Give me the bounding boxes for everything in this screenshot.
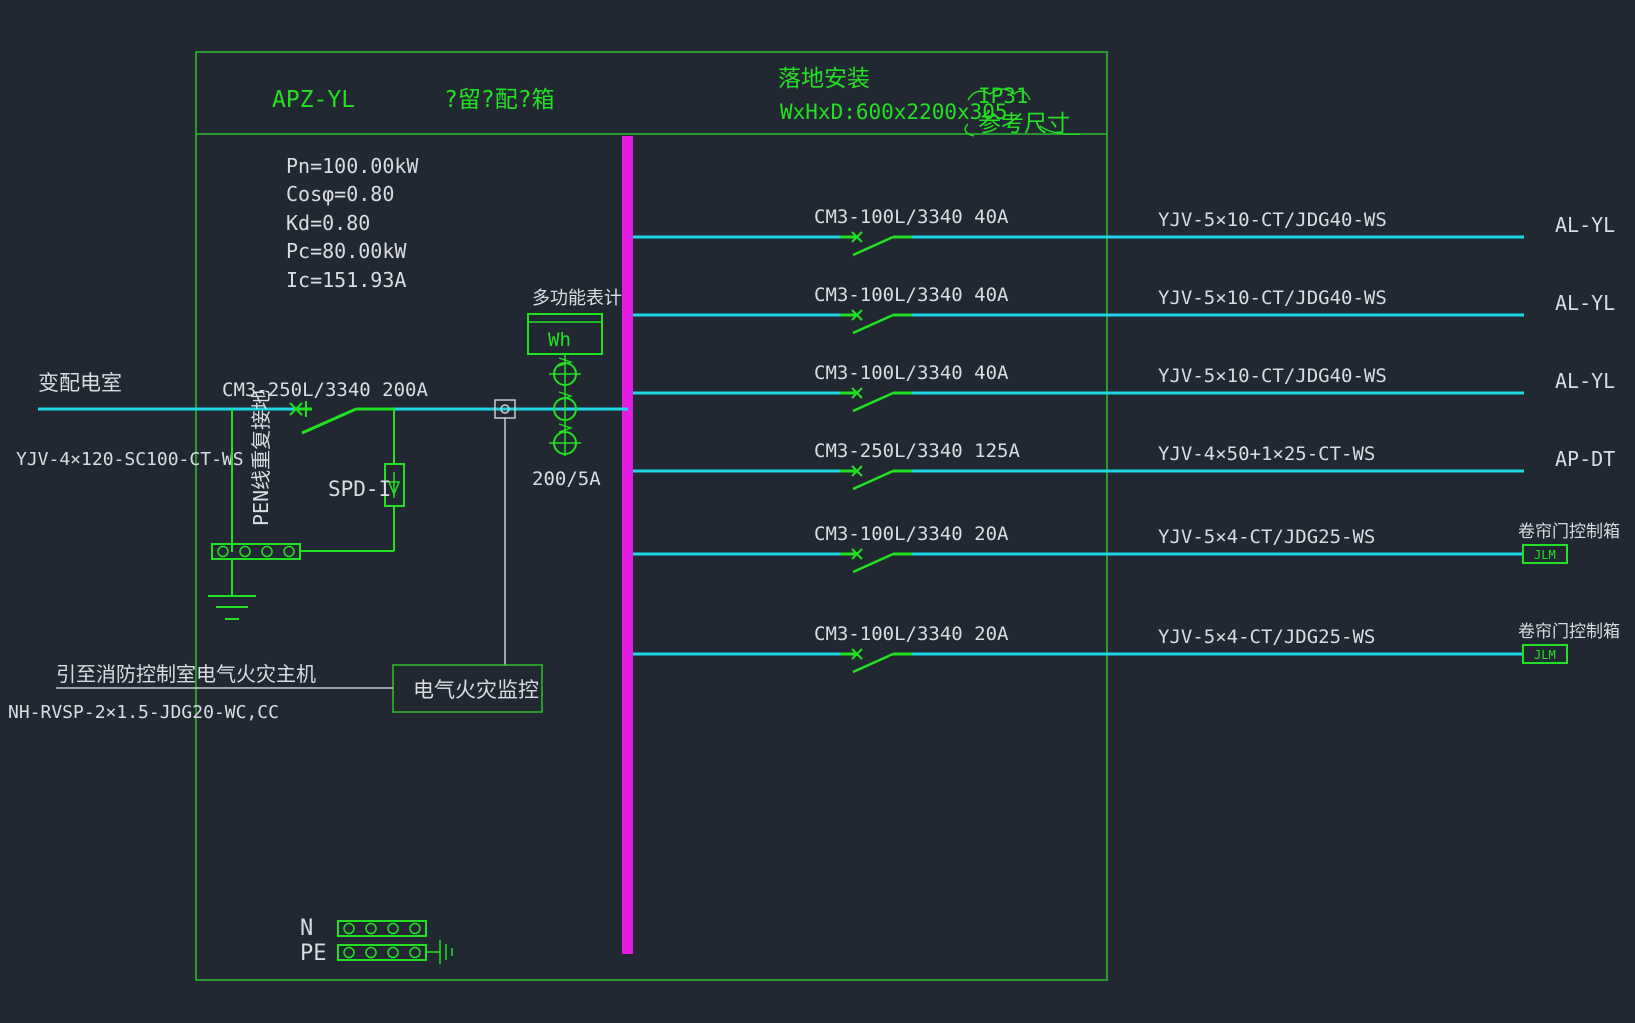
pen-terminal (283, 545, 295, 558)
pen-label: PEN线重复接地 (249, 390, 273, 526)
load-ic: Ic=151.93A (286, 268, 406, 292)
n-bar-label: N (300, 916, 313, 941)
n-terminal (409, 922, 421, 935)
incoming-source: 变配电室 (38, 371, 122, 395)
circuit-cable-label: YJV-5×10-CT/JDG40-WS (1158, 209, 1387, 231)
leakage-sensor-core (500, 404, 510, 414)
panel-name: ?留?配?箱 (444, 87, 555, 113)
circuit-destination-code: JLM (1534, 648, 1556, 662)
fire-monitor-label: 电气火灾监控 (413, 678, 539, 702)
circuit-cable-label: YJV-5×4-CT/JDG25-WS (1158, 626, 1375, 648)
circuit-cable-label: YJV-5×10-CT/JDG40-WS (1158, 365, 1387, 387)
spd-arrow-icon (387, 481, 401, 496)
breaker-blade (852, 552, 894, 574)
outgoing-circuits: CM3-100L/3340 40A YJV-5×10-CT/JDG40-WS AL-… (633, 206, 1620, 674)
breaker-blade (852, 313, 894, 335)
fire-monitor-destination: 引至消防控制室电气火灾主机 (56, 662, 316, 686)
pe-terminal (365, 946, 377, 959)
spd-label: SPD-I (328, 477, 391, 501)
meter-symbol-icon: Wh (548, 329, 571, 351)
breaker-blade (852, 469, 894, 491)
revision-cloud (964, 88, 1081, 137)
circuit-destination-label: 卷帘门控制箱 (1518, 622, 1620, 642)
pen-terminal (217, 545, 229, 558)
ct-ratio: 200/5A (532, 468, 601, 490)
panel-dimensions: WxHxD:600x2200x305 (780, 100, 1008, 124)
pen-terminal (239, 545, 251, 558)
pe-terminal (409, 946, 421, 959)
load-cos: Cosφ=0.80 (286, 182, 394, 206)
breaker-x (851, 309, 863, 321)
circuit-destination-label: AL-YL (1555, 291, 1615, 315)
breaker-blade (852, 391, 894, 413)
meter-title: 多功能表计 (532, 288, 622, 309)
incoming-cable: YJV-4×120-SC100-CT-WS (16, 449, 244, 470)
breaker-x (851, 387, 863, 399)
breaker-blade (852, 652, 894, 674)
panel-frame (195, 51, 1108, 981)
n-terminal (343, 922, 355, 935)
pe-terminal (387, 946, 399, 959)
incoming-breaker-label: CM3-250L/3340 200A (222, 379, 428, 401)
load-pn: Pn=100.00kW (286, 154, 419, 178)
circuit-cable-label: YJV-4×50+1×25-CT-WS (1158, 443, 1375, 465)
circuit-breaker-label: CM3-100L/3340 20A (814, 623, 1009, 645)
load-pc: Pc=80.00kW (286, 239, 407, 263)
circuit-destination-code: JLM (1534, 548, 1556, 562)
breaker-x (851, 548, 863, 560)
incoming-breaker-x2 (289, 402, 303, 416)
pe-bar-label: PE (300, 941, 327, 966)
load-kd: Kd=0.80 (286, 211, 370, 235)
circuit-destination-label: 卷帘门控制箱 (1518, 522, 1620, 542)
panel-code: APZ-YL (272, 87, 355, 113)
n-terminal (365, 922, 377, 935)
n-bar (337, 920, 427, 937)
circuit-cable-label: YJV-5×4-CT/JDG25-WS (1158, 526, 1375, 548)
install-method: 落地安装 (778, 66, 870, 92)
fire-monitor-cable: NH-RVSP-2×1.5-JDG20-WC,CC (8, 702, 279, 723)
circuit-destination-label: AL-YL (1555, 369, 1615, 393)
main-busbar (622, 136, 633, 954)
circuit-breaker-label: CM3-250L/3340 125A (814, 440, 1020, 462)
circuit-destination-box (1522, 644, 1568, 664)
breaker-x (851, 465, 863, 477)
circuit-breaker-label: CM3-100L/3340 20A (814, 523, 1009, 545)
circuit-breaker-label: CM3-100L/3340 40A (814, 284, 1009, 306)
ip-rating: IP31 (978, 84, 1029, 108)
circuit-destination-label: AL-YL (1555, 213, 1615, 237)
pen-terminal (261, 545, 273, 558)
ct-coil-icon (558, 357, 574, 433)
n-terminal (387, 922, 399, 935)
circuit-breaker-label: CM3-100L/3340 40A (814, 206, 1009, 228)
circuit-cable-label: YJV-5×10-CT/JDG40-WS (1158, 287, 1387, 309)
circuit-destination-box (1522, 544, 1568, 564)
breaker-x (851, 648, 863, 660)
incoming-breaker-blade (301, 407, 357, 435)
circuit-breaker-label: CM3-100L/3340 40A (814, 362, 1009, 384)
breaker-blade (852, 235, 894, 257)
pe-terminal (343, 946, 355, 959)
breaker-x (851, 231, 863, 243)
circuit-destination-label: AP-DT (1555, 447, 1615, 471)
